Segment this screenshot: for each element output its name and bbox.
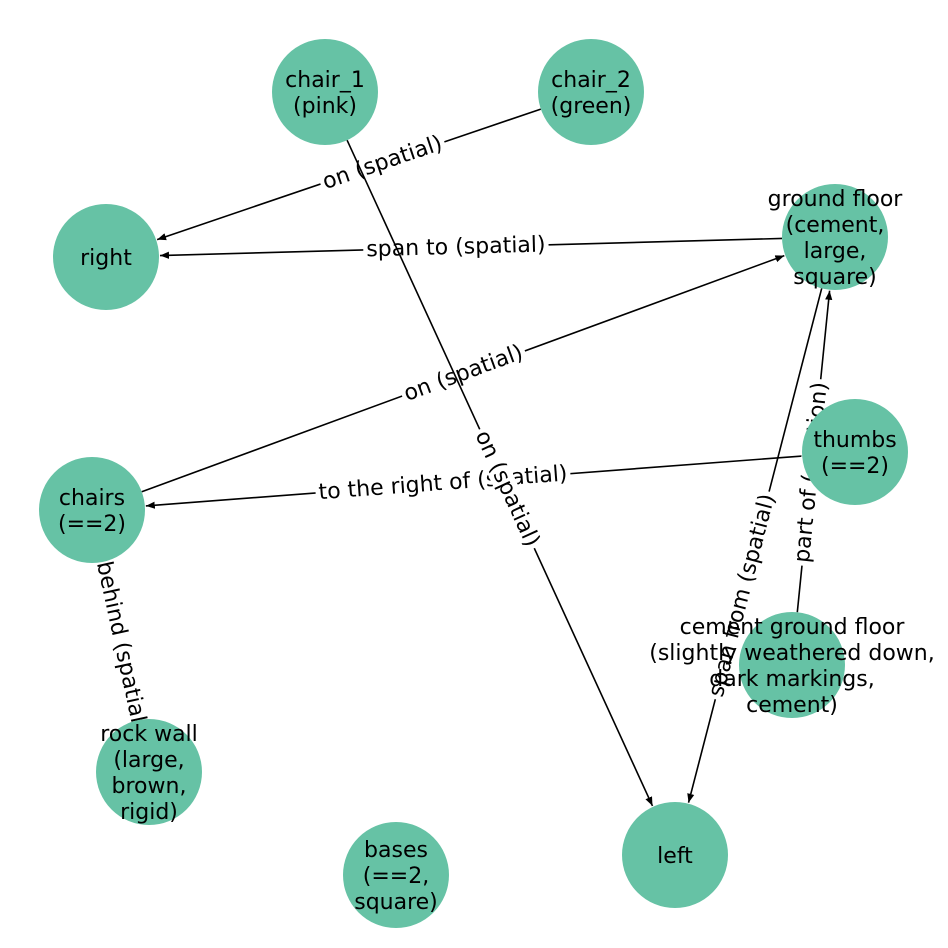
node-label-line: rock wall (100, 722, 198, 747)
node-label-line: (==2, (363, 864, 429, 889)
node-circle (739, 612, 845, 718)
node-bases: bases(==2,square) (343, 822, 449, 928)
node-label-line: square) (354, 890, 438, 915)
node-label-line: (slightly weathered down, (649, 641, 934, 666)
node-label-line: cement ground floor (680, 615, 906, 640)
node-label-line: square) (793, 265, 877, 290)
node-circle (39, 457, 145, 563)
edge-label-group: behind (spatial) (91, 556, 152, 737)
node-label-line: brown, (112, 774, 187, 799)
node-circle (622, 802, 728, 908)
edge-label: behind (spatial) (91, 559, 152, 733)
node-left: left (622, 802, 728, 908)
node-thumbs: thumbs(==2) (802, 399, 908, 505)
node-label-line: thumbs (813, 428, 896, 453)
node-label-line: rigid) (120, 800, 178, 825)
edge-label-background (398, 340, 529, 407)
node-label-line: (large, (113, 748, 184, 773)
node-chair-2: chair_2(green) (538, 39, 644, 145)
node-label-line: chair_2 (551, 68, 631, 93)
node-label-line: dark markings, (709, 667, 874, 692)
edges-layer: on (spatial)span to (spatial)on (spatial… (91, 108, 833, 807)
node-label-line: bases (364, 838, 428, 863)
edge-label-group: on (spatial) (398, 340, 529, 407)
node-label-line: ground floor (768, 187, 904, 212)
node-label-line: left (657, 844, 693, 869)
edge-label: to the right of (spatial) (318, 461, 569, 505)
node-right: right (53, 204, 159, 310)
edge-label-group: span to (spatial) (362, 232, 549, 262)
node-circle (782, 184, 888, 290)
node-label-line: cement) (746, 693, 838, 718)
edge-label-background (704, 488, 781, 703)
edge-label-background (362, 233, 549, 262)
node-label-line: right (80, 246, 132, 271)
node-circle (53, 204, 159, 310)
node-rock-wall: rock wall(large,brown,rigid) (96, 719, 202, 825)
edge-label: on (spatial) (401, 340, 527, 407)
node-label-line: chairs (59, 486, 125, 511)
node-circle (802, 399, 908, 505)
node-chair-1: chair_1(pink) (272, 39, 378, 145)
edge-label-group: to the right of (spatial) (314, 461, 572, 505)
node-label-line: (cement, (786, 213, 885, 238)
node-label-line: (==2) (821, 454, 889, 479)
node-label-line: (==2) (58, 512, 126, 537)
node-label-line: (pink) (293, 94, 357, 119)
node-circle (343, 822, 449, 928)
edge-chairs-to-rock_wall: behind (spatial) (91, 556, 152, 737)
edge-chairs-to-ground_floor: on (spatial) (141, 254, 785, 493)
node-circle (272, 39, 378, 145)
edge-ground_floor-to-right: span to (spatial) (159, 232, 783, 262)
node-circle (96, 719, 202, 825)
node-label-line: chair_1 (285, 68, 365, 93)
edge-label-background (469, 424, 545, 554)
edge-label-background (91, 556, 152, 737)
edge-label-background (316, 130, 449, 195)
node-circle (538, 39, 644, 145)
node-label-line: (green) (551, 94, 632, 119)
edge-label: span to (spatial) (366, 232, 546, 262)
node-cement-ground-floor: cement ground floor(slightly weathered d… (649, 612, 935, 718)
edge-thumbs-to-chairs: to the right of (spatial) (145, 455, 803, 509)
node-label-line: large, (804, 239, 867, 264)
node-chairs: chairs(==2) (39, 457, 145, 563)
node-ground-floor: ground floor(cement,large,square) (768, 184, 904, 290)
